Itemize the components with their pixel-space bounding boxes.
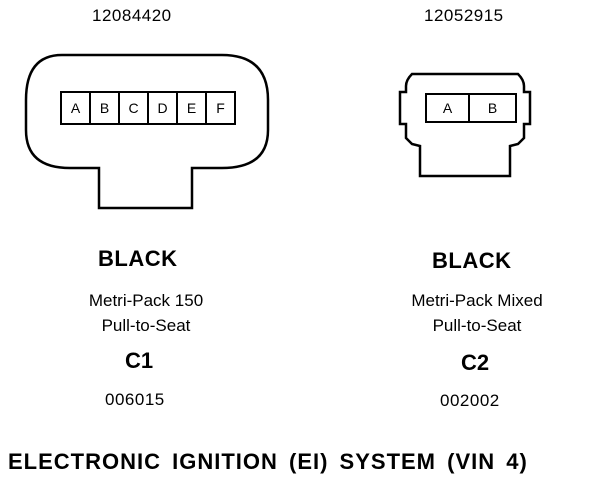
c2-pin-b: B bbox=[488, 100, 497, 116]
c2-pin-block: A B bbox=[425, 93, 517, 123]
c2-pin-a: A bbox=[443, 100, 453, 116]
c2-description-line2: Pull-to-Seat bbox=[432, 316, 522, 335]
c1-pin-f: F bbox=[216, 100, 225, 116]
c2-code: 002002 bbox=[440, 391, 500, 410]
c2-description: Metri-Pack Mixed Pull-to-Seat bbox=[374, 288, 580, 338]
c2-part-number: 12052915 bbox=[424, 6, 504, 25]
c1-connector-housing bbox=[24, 53, 270, 210]
diagram-title: ELECTRONIC IGNITION (EI) SYSTEM (VIN 4) bbox=[8, 449, 528, 474]
c1-pin-block: A B C D E F bbox=[60, 91, 236, 125]
connector-diagrams: A B C D E F A B bbox=[24, 53, 532, 210]
c1-color: BLACK bbox=[98, 246, 178, 271]
c1-pin-d: D bbox=[157, 100, 167, 116]
c1-part-number: 12084420 bbox=[92, 6, 172, 25]
c1-pin-a: A bbox=[71, 100, 81, 116]
c1-pin-b: B bbox=[100, 100, 109, 116]
c1-pin-e: E bbox=[187, 100, 196, 116]
c1-description-line2: Pull-to-Seat bbox=[101, 316, 191, 335]
c2-id: C2 bbox=[461, 350, 490, 375]
c1-description-line1: Metri-Pack 150 bbox=[88, 291, 204, 310]
c2-description-line1: Metri-Pack Mixed bbox=[411, 291, 543, 310]
c2-color: BLACK bbox=[432, 248, 512, 273]
c1-id: C1 bbox=[125, 348, 154, 373]
c2-connector-housing bbox=[398, 72, 532, 178]
c1-description: Metri-Pack 150 Pull-to-Seat bbox=[58, 288, 234, 338]
c1-pin-c: C bbox=[128, 100, 138, 116]
c1-code: 006015 bbox=[105, 390, 165, 409]
